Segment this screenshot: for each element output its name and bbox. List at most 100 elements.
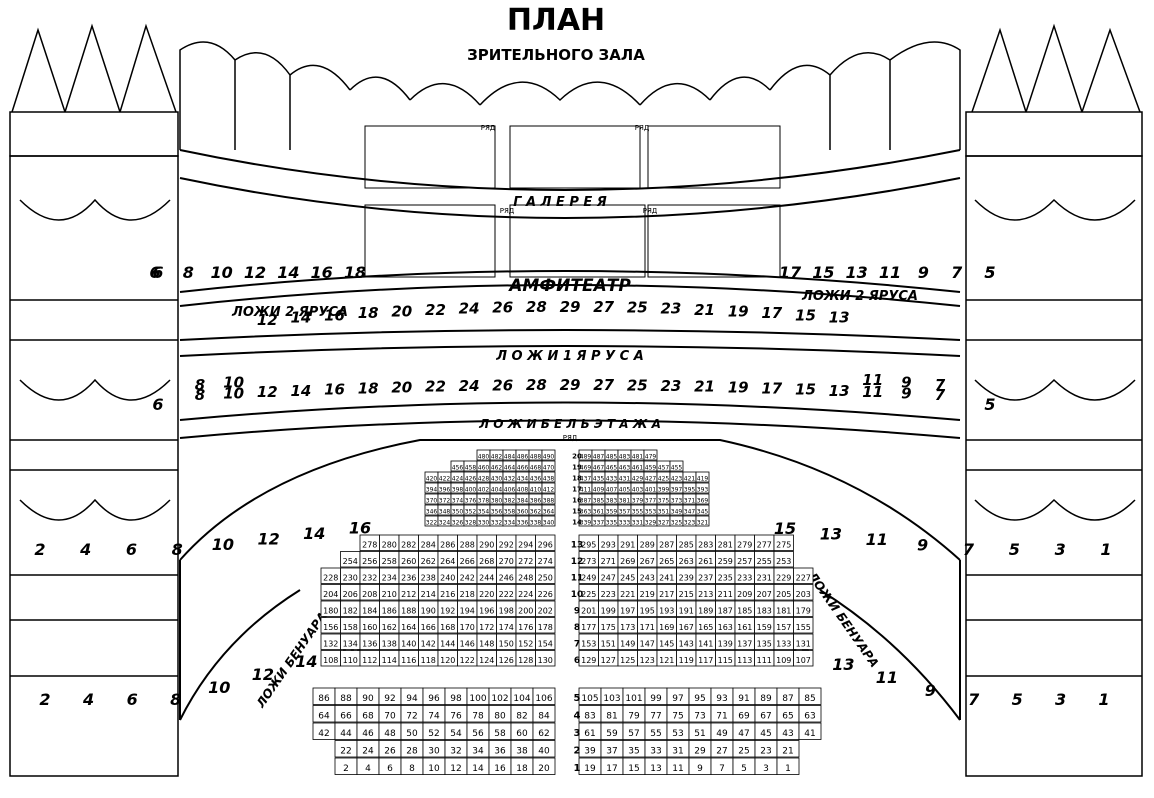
tier1-box-number[interactable]: 21 <box>694 378 715 396</box>
seat[interactable] <box>793 650 814 667</box>
seat[interactable] <box>532 705 556 723</box>
benoir-box-number[interactable]: 14 <box>295 652 317 671</box>
tier1-box-number[interactable]: 16 <box>324 381 345 399</box>
seat[interactable] <box>793 617 814 634</box>
seat[interactable] <box>541 471 556 483</box>
tier2-box-number[interactable]: 10 <box>223 373 244 391</box>
tier2-box-number[interactable]: 8 <box>195 376 205 394</box>
benoir-box-number[interactable]: 6 <box>127 690 138 709</box>
tier1-box-number[interactable]: 23 <box>660 377 681 395</box>
beletage-box-number[interactable]: 10 <box>212 535 234 554</box>
beletage-box-number[interactable]: 4 <box>79 540 91 559</box>
beletage-box-number[interactable]: 14 <box>303 524 325 543</box>
seat[interactable] <box>793 584 814 601</box>
tier2-box-number[interactable]: 11 <box>862 371 883 389</box>
gallery-box-number[interactable]: 16 <box>311 263 333 282</box>
tier1-box-number[interactable]: 14 <box>290 382 311 400</box>
tier2-box-number[interactable]: 6 <box>152 395 163 414</box>
seat[interactable] <box>773 534 794 551</box>
seat[interactable] <box>535 650 556 667</box>
tier1-box-number[interactable]: 18 <box>358 379 379 397</box>
benoir-box-number[interactable]: 13 <box>832 655 854 674</box>
beletage-box-number[interactable]: 16 <box>349 518 371 537</box>
tier2-box-number[interactable]: 5 <box>984 395 995 414</box>
seat[interactable] <box>535 551 556 568</box>
beletage-box-number[interactable]: 6 <box>126 540 137 559</box>
seat[interactable] <box>535 600 556 617</box>
tier2-box-number[interactable]: 9 <box>901 373 911 391</box>
tier1-box-number[interactable]: 9 <box>901 385 911 403</box>
tier2-box-number[interactable]: 15 <box>795 306 816 324</box>
seat[interactable] <box>532 757 556 775</box>
tier2-box-number[interactable]: 20 <box>391 302 412 320</box>
seat[interactable] <box>532 687 556 705</box>
tier1-box-number[interactable]: 5 <box>984 263 995 282</box>
gallery-box-number[interactable]: 11 <box>879 263 901 282</box>
tier1-box-number[interactable]: 6 <box>152 263 163 282</box>
seat[interactable] <box>695 515 710 527</box>
seat[interactable] <box>669 460 684 472</box>
gallery-box-number[interactable]: 15 <box>812 263 834 282</box>
gallery-box-number[interactable]: 17 <box>779 263 802 282</box>
beletage-box-number[interactable]: 12 <box>257 529 279 548</box>
seat[interactable] <box>535 617 556 634</box>
tier2-box-number[interactable]: 27 <box>593 298 614 316</box>
tier2-box-number[interactable]: 22 <box>425 301 446 319</box>
gallery-box-number[interactable]: 14 <box>277 263 299 282</box>
seat[interactable] <box>535 584 556 601</box>
tier1-box-number[interactable]: 12 <box>257 383 278 401</box>
tier1-box-number[interactable]: 19 <box>728 378 749 396</box>
seat[interactable] <box>798 705 822 723</box>
benoir-box-number[interactable]: 7 <box>968 690 980 709</box>
tier2-box-number[interactable]: 28 <box>526 298 547 316</box>
seat[interactable] <box>776 757 800 775</box>
tier1-box-number[interactable]: 28 <box>526 376 547 394</box>
benoir-box-number[interactable]: 11 <box>876 668 898 687</box>
tier2-box-number[interactable]: 12 <box>257 311 278 329</box>
tier1-box-number[interactable]: 26 <box>492 376 513 394</box>
tier2-box-number[interactable]: 14 <box>290 309 311 327</box>
tier2-box-number[interactable]: 19 <box>728 302 749 320</box>
beletage-box-number[interactable]: 8 <box>172 540 183 559</box>
benoir-box-number[interactable]: 1 <box>1098 690 1109 709</box>
tier1-box-number[interactable]: 24 <box>459 377 480 395</box>
tier1-box-number[interactable]: 7 <box>935 386 946 404</box>
seat[interactable] <box>695 504 710 516</box>
beletage-box-number[interactable]: 13 <box>820 525 842 544</box>
seat[interactable] <box>541 482 556 494</box>
seat[interactable] <box>541 515 556 527</box>
tier1-box-number[interactable]: 11 <box>862 383 883 401</box>
seat[interactable] <box>695 482 710 494</box>
gallery-box-number[interactable]: 13 <box>846 263 868 282</box>
seat[interactable] <box>798 722 822 740</box>
seat[interactable] <box>535 633 556 650</box>
beletage-box-number[interactable]: 5 <box>1009 540 1020 559</box>
tier1-box-number[interactable]: 13 <box>829 382 850 400</box>
seat[interactable] <box>541 504 556 516</box>
gallery-box-number[interactable]: 7 <box>951 263 963 282</box>
seat[interactable] <box>535 534 556 551</box>
seat[interactable] <box>695 493 710 505</box>
gallery-box-number[interactable]: 10 <box>211 263 233 282</box>
tier2-box-number[interactable]: 16 <box>324 306 345 324</box>
seat[interactable] <box>773 551 794 568</box>
tier2-box-number[interactable]: 25 <box>627 299 648 317</box>
tier1-box-number[interactable]: 15 <box>795 381 816 399</box>
beletage-box-number[interactable]: 3 <box>1055 540 1066 559</box>
tier1-box-number[interactable]: 10 <box>223 385 244 403</box>
benoir-box-number[interactable]: 5 <box>1012 690 1023 709</box>
tier1-box-number[interactable]: 8 <box>195 386 205 404</box>
benoir-box-number[interactable]: 4 <box>82 690 94 709</box>
tier2-box-number[interactable]: 29 <box>560 298 581 316</box>
benoir-box-number[interactable]: 12 <box>252 665 274 684</box>
seat[interactable] <box>535 567 556 584</box>
benoir-box-number[interactable]: 2 <box>39 690 50 709</box>
beletage-box-number[interactable]: 7 <box>963 540 975 559</box>
tier2-box-number[interactable]: 23 <box>660 300 681 318</box>
seat[interactable] <box>793 633 814 650</box>
tier1-box-number[interactable]: 17 <box>761 379 782 397</box>
seat[interactable] <box>793 567 814 584</box>
tier2-box-number[interactable]: 26 <box>492 299 513 317</box>
seat[interactable] <box>541 449 556 461</box>
seat[interactable] <box>793 600 814 617</box>
